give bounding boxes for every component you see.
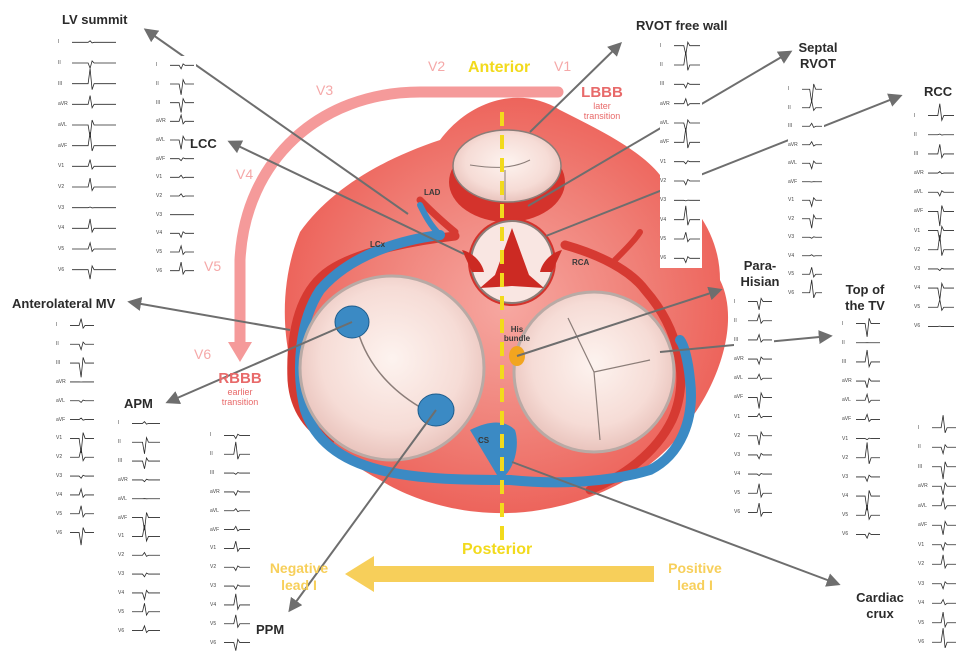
label-positive-lead-i-line2: lead I — [652, 577, 738, 594]
label-cardiac-crux-line1: Cardiac — [852, 590, 908, 606]
label-top-of-tv-line1: Top of — [836, 282, 894, 298]
label-para-hisian-line1: Para- — [734, 258, 786, 274]
label-rvot-free-wall: RVOT free wall — [636, 18, 728, 34]
label-posterior: Posterior — [462, 540, 532, 559]
ecg-waveform — [58, 32, 118, 280]
label-later-transition: later transition — [572, 102, 632, 122]
ecg-trace — [932, 628, 956, 648]
label-his-bundle-line2: bundle — [500, 335, 534, 344]
label-his-bundle: His bundle — [500, 326, 534, 344]
label-earlier-transition-line2: transition — [210, 398, 270, 408]
label-negative-lead-i: Negative lead I — [254, 560, 344, 594]
label-positive-lead-i-line1: Positive — [652, 560, 738, 577]
ecg-waveform — [788, 80, 824, 302]
label-para-hisian: Para- Hisian — [734, 258, 786, 289]
ecg-trace — [748, 503, 772, 516]
label-rbbb: RBBB — [210, 370, 270, 388]
ecg-trace — [72, 266, 116, 279]
label-lcc: LCC — [190, 136, 217, 152]
lead-i-arrow-shaft — [372, 566, 654, 582]
label-ppm: PPM — [256, 622, 284, 638]
label-positive-lead-i: Positive lead I — [652, 560, 738, 594]
label-lad: LAD — [424, 188, 440, 198]
label-precordial-v2: V2 — [428, 58, 445, 75]
ecg-waveform — [734, 292, 774, 522]
label-top-of-tv: Top of the TV — [836, 282, 894, 313]
ecg-waveform — [914, 106, 956, 336]
label-cardiac-crux: Cardiac crux — [852, 590, 908, 621]
label-earlier-transition: earlier transition — [210, 388, 270, 408]
label-lbbb: LBBB — [572, 84, 632, 102]
label-cs: CS — [478, 436, 489, 446]
rvot-valve — [453, 130, 561, 202]
ecg-waveform — [118, 414, 162, 640]
arrow-anterolateral-mv — [130, 302, 290, 330]
ecg-waveform — [210, 426, 252, 652]
transition-arc-head — [228, 342, 252, 362]
label-precordial-v1: V1 — [554, 58, 571, 75]
label-lcx: LCx — [370, 240, 385, 250]
ecg-waveform — [660, 36, 702, 268]
ecg-trace — [224, 639, 250, 650]
ecg-waveform — [56, 316, 96, 542]
ecg-trace — [802, 280, 822, 298]
label-anterolateral-mv: Anterolateral MV — [12, 296, 115, 312]
label-precordial-v4: V4 — [236, 166, 253, 183]
label-top-of-tv-line2: the TV — [836, 298, 894, 314]
label-apm: APM — [124, 396, 153, 412]
ecg-waveform — [842, 314, 882, 544]
label-precordial-v5: V5 — [204, 258, 221, 275]
label-rca: RCA — [572, 258, 589, 268]
label-para-hisian-line2: Hisian — [734, 274, 786, 290]
label-septal-rvot-line1: Septal — [792, 40, 844, 56]
label-anterior: Anterior — [468, 58, 530, 77]
ecg-trace — [170, 262, 194, 274]
label-septal-rvot: Septal RVOT — [792, 40, 844, 71]
ecg-waveform — [918, 418, 958, 652]
ecg-trace — [674, 257, 700, 263]
label-precordial-v3: V3 — [316, 82, 333, 99]
mitral-valve — [300, 276, 484, 460]
label-later-transition-line2: transition — [572, 112, 632, 122]
label-lv-summit: LV summit — [62, 12, 128, 28]
label-rcc: RCC — [924, 84, 952, 100]
label-septal-rvot-line2: RVOT — [792, 56, 844, 72]
label-precordial-v6: V6 — [194, 346, 211, 363]
label-negative-lead-i-line2: lead I — [254, 577, 344, 594]
ecg-waveform — [156, 56, 196, 280]
label-negative-lead-i-line1: Negative — [254, 560, 344, 577]
ecg-trace — [132, 626, 160, 633]
ecg-trace — [856, 533, 880, 538]
label-cardiac-crux-line2: crux — [852, 606, 908, 622]
lead-i-arrow-head — [345, 556, 374, 592]
